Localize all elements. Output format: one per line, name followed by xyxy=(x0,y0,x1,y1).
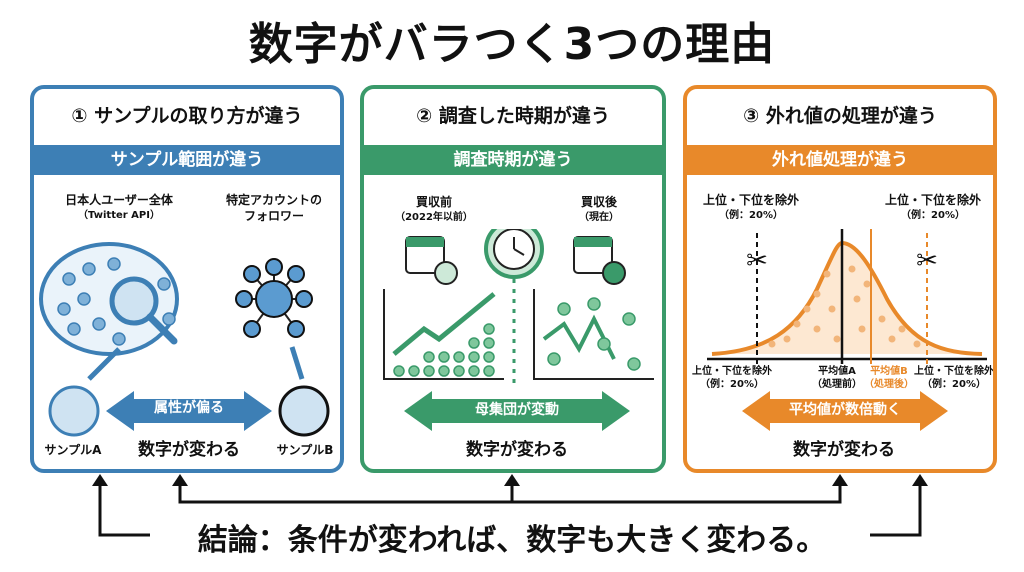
page-title: 数字がバラつく3つの理由 xyxy=(248,19,776,70)
clock-icon xyxy=(484,229,544,279)
result-text: 数字が変わる xyxy=(793,440,895,460)
panel-sampling: ① サンプルの取り方が違う サンプル範囲が違う 日本人ユーザー全体 （Twitte… xyxy=(30,85,344,473)
exclude-label: 上位・下位を除外 xyxy=(884,193,981,207)
follower-network-icon xyxy=(235,258,313,338)
conclusion-text: 結論：条件が変われば、数字も大きく変わる。 xyxy=(197,523,827,558)
calendar-icon xyxy=(573,236,626,285)
mean-a-sub: （処理前） xyxy=(812,379,862,390)
exclude-sub: （例：20%） xyxy=(719,209,783,221)
result-text: 数字が変わる xyxy=(138,440,240,460)
panel-outliers: ③ 外れ値の処理が違う 外れ値処理が違う 上位・下位を除外 （例：20%） 上位・… xyxy=(683,85,997,473)
followers-label-2: フォロワー xyxy=(243,208,304,223)
sampling-illustration xyxy=(39,242,330,437)
sample-b-label: サンプルB xyxy=(276,443,334,457)
fluctuating-trend-icon xyxy=(542,314,616,360)
exclude-sub: （例：20%） xyxy=(700,379,764,390)
double-arrow-icon xyxy=(404,391,630,431)
double-arrow-icon xyxy=(742,391,948,431)
sample-a-label: サンプルA xyxy=(44,443,102,457)
sample-a-icon xyxy=(48,385,100,437)
exclude-label: 上位・下位を除外 xyxy=(692,366,772,377)
calendar-icon xyxy=(405,236,458,285)
double-arrow-icon xyxy=(106,391,272,431)
panel-timing: ② 調査した時期が違う 調査時期が違う 買収前 （2022年以前） 買収後 （現在）… xyxy=(360,85,666,473)
distribution-chart: ✂ ✂ xyxy=(707,229,987,431)
after-sub: （現在） xyxy=(579,211,619,223)
arrow-icon xyxy=(87,347,121,381)
arrow-label: 属性が偏る xyxy=(154,400,224,416)
before-label: 買収前 xyxy=(415,195,452,209)
mean-b-sub: （処理後） xyxy=(864,379,914,390)
panel-banner: サンプル範囲が違う xyxy=(34,145,340,175)
growth-trend-icon xyxy=(392,292,496,356)
exclude-sub: （例：20%） xyxy=(901,209,965,221)
before-sub: （2022年以前） xyxy=(395,211,473,223)
mean-a-label: 平均値A xyxy=(818,366,856,377)
panel-banner: 外れ値処理が違う xyxy=(687,145,993,175)
scissors-icon: ✂ xyxy=(746,246,768,276)
exclude-sub: （例：20%） xyxy=(922,379,986,390)
panel-heading: ① サンプルの取り方が違う xyxy=(71,105,303,127)
mean-b-label: 平均値B xyxy=(870,366,908,377)
panel-heading: ② 調査した時期が違う xyxy=(416,105,610,127)
connector-arrows xyxy=(92,474,928,537)
arrow-label: 平均値が数倍動く xyxy=(789,402,901,418)
result-text: 数字が変わる xyxy=(466,440,568,460)
magnifier-icon xyxy=(109,276,178,345)
population-sub: （Twitter API） xyxy=(78,209,160,221)
population-label: 日本人ユーザー全体 xyxy=(65,193,173,207)
after-label: 買収後 xyxy=(580,195,617,209)
panel-heading: ③ 外れ値の処理が違う xyxy=(743,105,937,127)
followers-label: 特定アカウントの xyxy=(225,193,322,207)
exclude-label: 上位・下位を除外 xyxy=(702,193,799,207)
sample-b-icon xyxy=(278,385,330,437)
timing-illustration xyxy=(383,229,654,431)
panel-banner: 調査時期が違う xyxy=(364,145,662,175)
scissors-icon: ✂ xyxy=(916,246,938,276)
arrow-label: 母集団が変動 xyxy=(475,402,559,418)
arrow-icon xyxy=(289,346,305,380)
exclude-label: 上位・下位を除外 xyxy=(914,366,994,377)
